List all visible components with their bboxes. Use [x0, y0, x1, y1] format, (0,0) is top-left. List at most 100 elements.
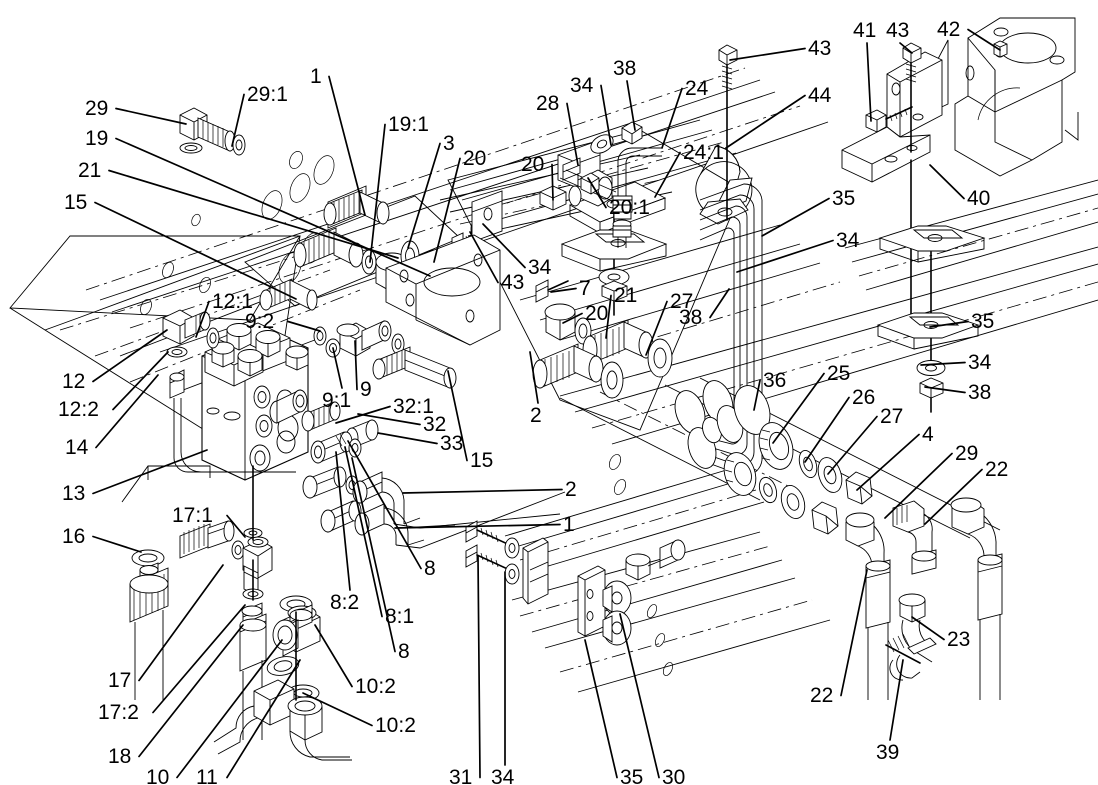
callout-label-13: 13	[62, 482, 86, 505]
callout-label-24: 24	[685, 77, 709, 100]
callout-label-7: 7	[579, 277, 591, 300]
leader-line-3	[407, 142, 441, 249]
leader-line-8	[347, 440, 422, 570]
callout-label-27: 27	[880, 405, 904, 428]
leader-line-43	[469, 231, 499, 284]
callout-label-24-1: 24:1	[683, 141, 724, 164]
callout-label-22: 22	[985, 458, 1009, 481]
callout-label-43: 43	[501, 271, 525, 294]
leader-line-38	[924, 386, 966, 394]
leader-line-24-1	[654, 151, 681, 198]
right-washer-stack	[674, 380, 1003, 700]
callout-label-31: 31	[449, 766, 473, 785]
leader-line-22	[924, 468, 983, 525]
leader-line-29	[115, 107, 187, 125]
callout-label-44: 44	[808, 84, 832, 107]
callout-label-43: 43	[886, 19, 910, 42]
chassis-frame	[9, 67, 1098, 693]
leader-line-22	[840, 569, 868, 697]
callout-label-8-2: 8:2	[330, 591, 360, 614]
leader-line-39	[889, 659, 904, 741]
callout-label-25: 25	[827, 362, 851, 385]
callout-label-32-1: 32:1	[393, 395, 434, 418]
leader-line-12	[92, 329, 168, 383]
callout-label-40: 40	[967, 187, 991, 210]
callout-label-10-2: 10:2	[355, 675, 396, 698]
centre-fittings-group	[301, 320, 566, 549]
manifold-block-13	[121, 322, 309, 503]
leader-line-12-1	[195, 300, 210, 338]
callout-label-32: 32	[423, 413, 447, 436]
leader-line-14	[95, 374, 159, 449]
callout-label-29: 29	[955, 442, 979, 465]
left-fittings-group	[129, 309, 296, 740]
callout-label-9-1: 9:1	[322, 389, 352, 412]
bracket-28-assembly	[539, 121, 643, 211]
callout-label-30: 30	[662, 766, 686, 785]
leader-line-27	[645, 300, 668, 356]
leader-line-35	[929, 320, 969, 328]
callout-label-21: 21	[614, 284, 638, 307]
callout-label-41: 41	[853, 19, 877, 42]
callout-label-17-1: 17:1	[172, 504, 213, 527]
leader-line-43	[899, 42, 913, 54]
callout-label-15: 15	[470, 449, 494, 472]
callout-label-34: 34	[570, 74, 594, 97]
leader-line-16	[92, 535, 142, 553]
callout-label-3: 3	[443, 132, 455, 155]
leader-line-40	[929, 164, 965, 200]
callout-label-20: 20	[463, 147, 487, 170]
callout-label-12-2: 12:2	[58, 398, 99, 421]
clip-35-lower-right	[876, 225, 986, 413]
leader-line-19	[115, 137, 431, 277]
hose-clamp-44	[695, 44, 753, 225]
leader-line-8	[351, 457, 396, 653]
leader-line-32	[357, 413, 421, 426]
leader-line-20	[562, 312, 583, 324]
leader-line-21	[108, 169, 399, 259]
callout-label-20-1: 20:1	[609, 196, 650, 219]
leader-line-9	[354, 340, 358, 391]
callout-label-33: 33	[440, 432, 464, 455]
leader-line-10-2	[314, 624, 353, 688]
leader-line-30	[619, 613, 660, 779]
leader-line-9-2	[287, 320, 321, 332]
leader-line-35	[584, 639, 618, 779]
leader-line-17-2	[152, 604, 246, 714]
leader-line-31	[477, 555, 481, 779]
leader-line-34	[482, 223, 526, 269]
leader-line-20	[433, 157, 461, 263]
callout-label-26: 26	[852, 386, 876, 409]
leader-line-17-1	[226, 514, 246, 538]
callout-label-38: 38	[679, 306, 703, 329]
leader-line-42	[967, 28, 1001, 51]
callout-label-2: 2	[565, 478, 577, 501]
leader-line-23	[911, 616, 945, 641]
callout-label-9: 9	[360, 378, 372, 401]
leader-line-33	[377, 432, 438, 445]
leader-line-38	[626, 80, 636, 131]
leader-line-43	[729, 47, 806, 61]
callout-label-35: 35	[971, 310, 995, 333]
callout-label-8: 8	[398, 640, 410, 663]
leader-line-1	[394, 523, 561, 529]
callout-label-2: 2	[530, 404, 542, 427]
callout-label-39: 39	[876, 741, 900, 764]
callout-label-28: 28	[536, 92, 560, 115]
leader-line-9-1	[332, 347, 343, 389]
leader-line-35	[761, 197, 830, 237]
leader-line-28	[566, 102, 579, 166]
callout-label-12: 12	[62, 370, 86, 393]
leader-line-27	[827, 415, 878, 475]
leader-line-34	[736, 239, 834, 273]
leader-line-12-2	[112, 351, 169, 411]
leader-line-19-1	[369, 123, 386, 263]
bracket-assembly-40-42	[841, 17, 1079, 331]
leader-line-18	[138, 624, 244, 758]
callout-label-22: 22	[810, 684, 834, 707]
callout-label-15: 15	[64, 191, 88, 214]
callout-label-42: 42	[937, 18, 961, 41]
callout-label-9-2: 9:2	[245, 310, 275, 333]
callout-leader-lines	[92, 28, 1001, 779]
